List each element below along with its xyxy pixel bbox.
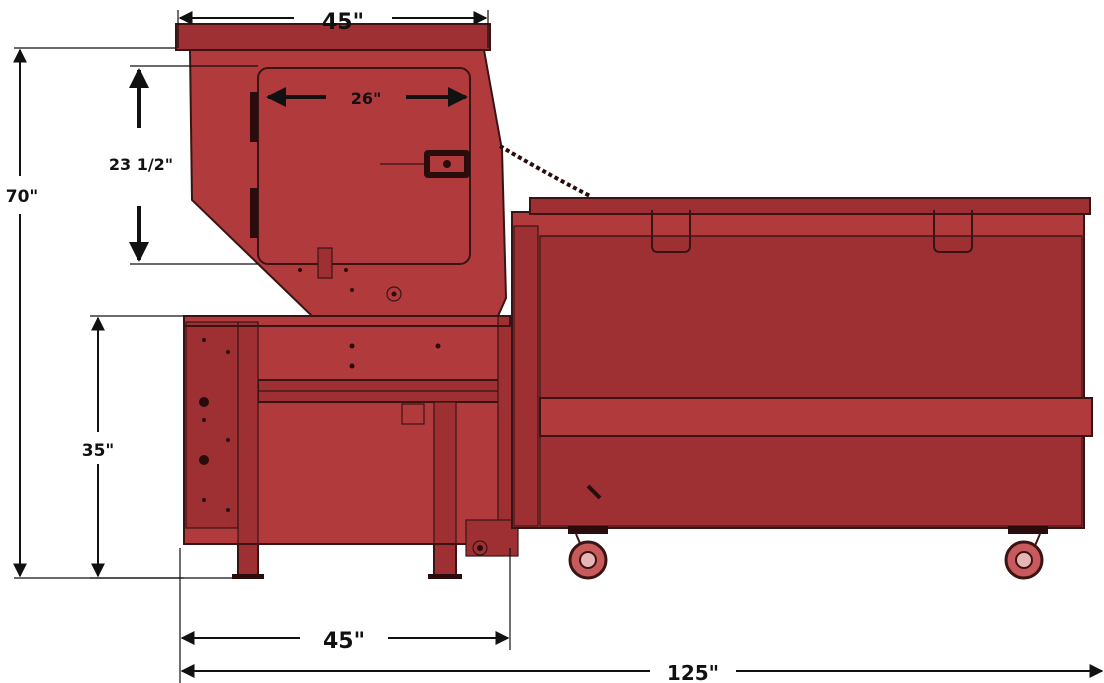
caster-left <box>568 526 608 580</box>
dim-overall-height-label: 70" <box>6 187 39 207</box>
hopper-bolts <box>298 268 402 302</box>
caster-right <box>1004 526 1048 580</box>
dim-base-height-label: 35" <box>82 441 115 461</box>
compactor-base <box>183 315 515 551</box>
container <box>511 197 1093 529</box>
dim-base-width: 45" <box>179 548 511 654</box>
base-legs <box>232 543 462 579</box>
dim-base-height: 35" <box>82 315 184 579</box>
dim-overall-length: 125" <box>179 650 1104 683</box>
dim-door-width-label: 26" <box>351 89 382 108</box>
dim-top-width: 45" <box>177 10 489 48</box>
base-bracket <box>401 403 425 425</box>
dim-top-width-label: 45" <box>322 10 364 35</box>
loading-door <box>250 67 471 279</box>
hinge-bracket <box>465 519 519 557</box>
dim-overall-length-label: 125" <box>667 661 719 683</box>
dim-door-height: 23 1/2" <box>109 65 258 265</box>
chain <box>498 144 591 198</box>
dim-door-height-label: 23 1/2" <box>109 155 173 174</box>
base-bolts <box>199 338 441 512</box>
dim-door-width: 26" <box>266 87 468 108</box>
dim-base-width-label: 45" <box>323 629 365 654</box>
